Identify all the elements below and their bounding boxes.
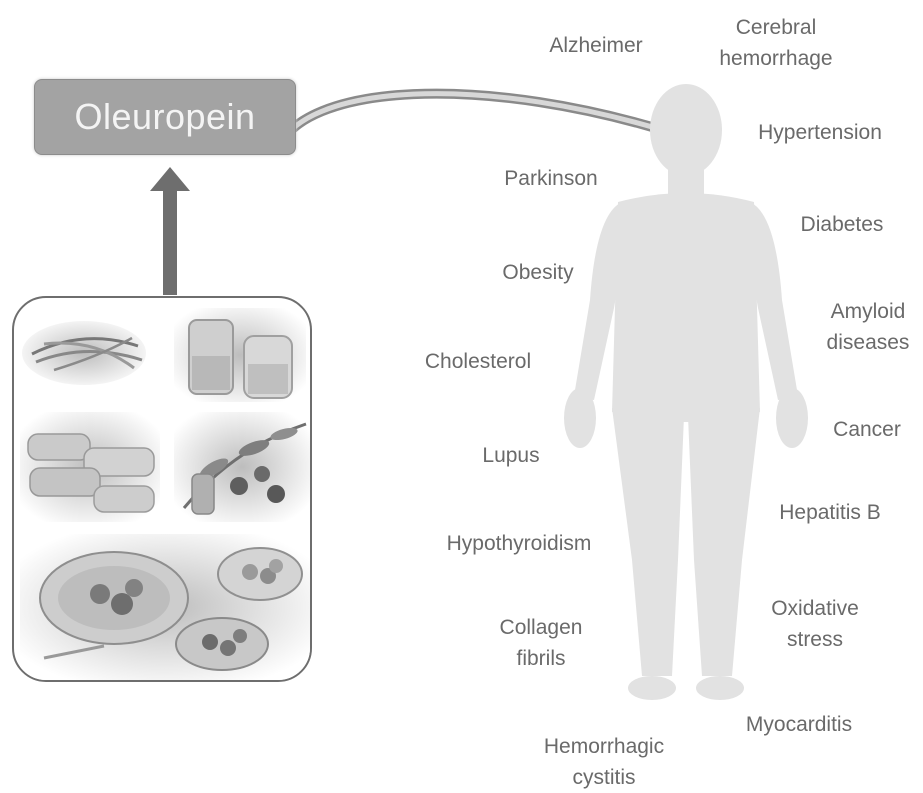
oleuropein-label: Oleuropein [74,96,255,138]
up-arrow-shaft [163,189,177,295]
body-left-foot [628,676,676,700]
olive-leaves-image [22,321,146,385]
body-right-leg [688,408,760,676]
olive-branch-image [174,412,310,522]
olive-sources-illustration [14,298,312,682]
label-hypertension: Hypertension [758,117,882,148]
label-cholesterol: Cholesterol [425,346,531,377]
body-head [650,84,722,176]
olive-sources-image [12,296,312,682]
body-right-hand [776,388,808,448]
body-right-foot [696,676,744,700]
label-myocarditis: Myocarditis [746,709,852,740]
label-cancer: Cancer [833,414,901,445]
label-alzheimer: Alzheimer [549,30,642,61]
label-cerebral-hemorrhage: Cerebral hemorrhage [696,12,856,74]
body-left-leg [612,408,684,676]
olive-oil-jars-image [174,308,306,402]
up-arrow [150,167,190,295]
label-parkinson: Parkinson [504,163,597,194]
label-amyloid-diseases: Amyloid diseases [813,296,923,358]
label-hepatitis-b: Hepatitis B [779,497,881,528]
olive-bowls-image [20,534,310,680]
up-arrow-head [150,167,190,191]
olive-soap-image [20,412,160,522]
oleuropein-box: Oleuropein [34,79,296,155]
label-lupus: Lupus [482,440,539,471]
body-torso [612,193,760,422]
label-diabetes: Diabetes [801,209,884,240]
label-hypothyroidism: Hypothyroidism [447,528,592,559]
label-oxidative-stress: Oxidative stress [755,593,875,655]
body-left-hand [564,388,596,448]
label-obesity: Obesity [502,257,573,288]
label-hemorrhagic-cystitis: Hemorrhagic cystitis [534,731,674,793]
label-collagen-fibrils: Collagen fibrils [486,612,596,674]
body-neck [668,165,704,195]
